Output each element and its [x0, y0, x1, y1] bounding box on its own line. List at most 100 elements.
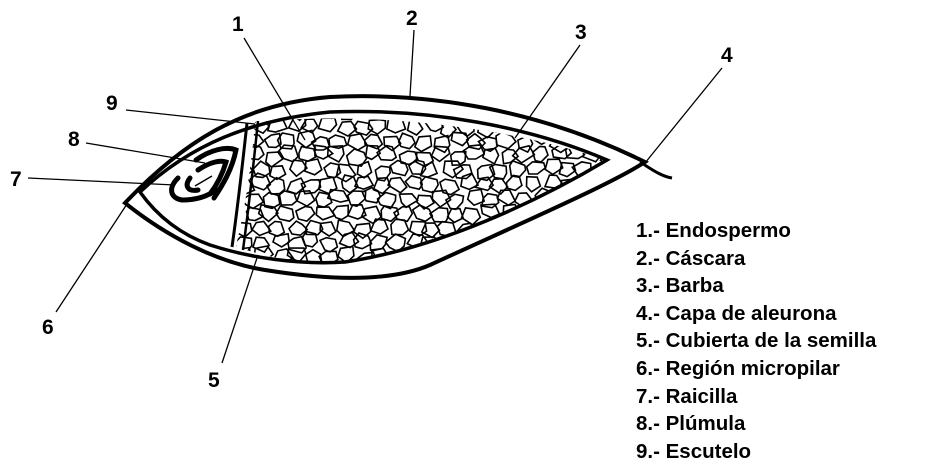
endosperm-cell	[451, 132, 468, 145]
endosperm-cell	[320, 238, 337, 252]
endosperm-cell	[421, 162, 438, 177]
endosperm-cell	[527, 177, 541, 192]
endosperm-cell	[252, 221, 271, 235]
endosperm-cell	[305, 159, 322, 175]
callout-5: 5	[208, 369, 220, 392]
endosperm-cell	[440, 179, 459, 194]
endosperm-cell	[518, 137, 533, 152]
endosperm-cell	[496, 132, 516, 149]
endosperm-cell	[400, 194, 418, 208]
callout-3: 3	[575, 21, 587, 44]
endosperm-cell	[370, 235, 387, 250]
endosperm-cell	[273, 234, 289, 247]
endosperm-cell	[333, 205, 349, 219]
endosperm-cell	[528, 221, 547, 236]
legend-item-raicilla: 7.- Raicilla	[636, 383, 876, 411]
endosperm-cell	[357, 162, 371, 178]
endosperm-cell	[316, 207, 334, 220]
legend: 1.- Endospermo 2.- Cáscara 3.- Barba 4.-…	[636, 217, 876, 465]
legend-item-capa-de-aleurona: 4.- Capa de aleurona	[636, 300, 876, 328]
endosperm-cell	[579, 220, 597, 234]
endosperm-cell	[362, 206, 382, 223]
leader-line-5	[222, 255, 258, 363]
endosperm-cell	[568, 206, 586, 222]
endosperm-cell	[462, 208, 481, 225]
callout-6: 6	[42, 316, 54, 339]
endosperm-cell	[541, 104, 558, 119]
endosperm-cell	[280, 191, 297, 205]
endosperm-cell	[544, 247, 562, 263]
endosperm-cell	[507, 175, 522, 190]
endosperm-cell	[492, 249, 512, 265]
embryo-inner-line	[195, 176, 212, 186]
callout-4: 4	[721, 44, 733, 67]
endosperm-cell	[388, 178, 407, 193]
legend-item-escutelo: 9.- Escutelo	[636, 438, 876, 465]
endosperm-cell	[527, 162, 546, 174]
endosperm-cell	[266, 152, 284, 167]
endosperm-cell	[560, 105, 578, 119]
endosperm-cell	[559, 239, 575, 253]
endosperm-cell	[290, 160, 307, 176]
endosperm-cell	[408, 120, 423, 135]
endosperm-cell	[390, 161, 408, 176]
callout-8: 8	[68, 128, 80, 151]
endosperm-cell	[545, 222, 561, 237]
legend-item-barba: 3.- Barba	[636, 272, 876, 300]
endosperm-cell	[592, 250, 612, 263]
endosperm-cell	[338, 121, 357, 136]
endosperm-cell	[560, 219, 579, 233]
leader-line-4	[645, 68, 722, 163]
endosperm-cell	[510, 161, 526, 177]
endosperm-cell	[591, 121, 610, 134]
endosperm-cell	[405, 176, 422, 189]
beard-tail	[640, 162, 672, 178]
leader-line-9	[126, 110, 255, 124]
legend-item-plumula: 8.- Plúmula	[636, 410, 876, 438]
endosperm-cell	[448, 209, 464, 223]
callout-9: 9	[106, 92, 118, 115]
endosperm-cell	[406, 249, 422, 262]
leader-line-6	[56, 204, 127, 312]
endosperm-cell	[318, 118, 336, 132]
endosperm-cell	[391, 219, 409, 234]
endosperm-cell	[387, 118, 406, 132]
endosperm-cell	[508, 233, 528, 249]
endosperm-cell	[270, 166, 286, 179]
leader-line-2	[410, 30, 414, 96]
callout-1: 1	[232, 13, 244, 36]
leader-line-1	[244, 38, 305, 140]
callout-2: 2	[406, 7, 418, 30]
endosperm-cell	[574, 250, 593, 266]
endosperm-cell	[234, 222, 252, 237]
endosperm-cell	[471, 246, 489, 263]
endosperm-cell	[319, 177, 337, 193]
endosperm-cell	[296, 207, 315, 222]
legend-item-cubierta-de-la-semilla: 5.- Cubierta de la semilla	[636, 327, 876, 355]
endosperm-cell	[430, 208, 448, 222]
endosperm-cell	[371, 219, 388, 234]
endosperm-cell	[546, 233, 561, 248]
legend-item-endospermo: 1.- Endospermo	[636, 217, 876, 245]
endosperm-cell	[288, 237, 306, 253]
endosperm-cell	[581, 205, 602, 217]
legend-item-region-micropilar: 6.- Región micropilar	[636, 355, 876, 383]
endosperm-cell	[354, 233, 372, 249]
endosperm-cell	[578, 106, 597, 120]
endosperm-cell	[524, 236, 540, 253]
endosperm-cell	[591, 104, 612, 119]
endosperm-cell	[505, 247, 524, 260]
endosperm-cell	[415, 136, 432, 152]
endosperm-cell	[425, 119, 444, 132]
endosperm-cell	[604, 187, 621, 203]
endosperm-cell	[399, 133, 415, 149]
endosperm-cell	[422, 223, 440, 237]
endosperm-cell	[559, 250, 579, 266]
endosperm-cell	[247, 208, 264, 221]
callout-7: 7	[10, 168, 22, 191]
endosperm-cell	[575, 238, 594, 250]
legend-item-cascara: 2.- Cáscara	[636, 245, 876, 273]
endosperm-cell	[498, 190, 516, 205]
radicle-shape	[172, 178, 216, 200]
endosperm-cell	[590, 234, 611, 249]
